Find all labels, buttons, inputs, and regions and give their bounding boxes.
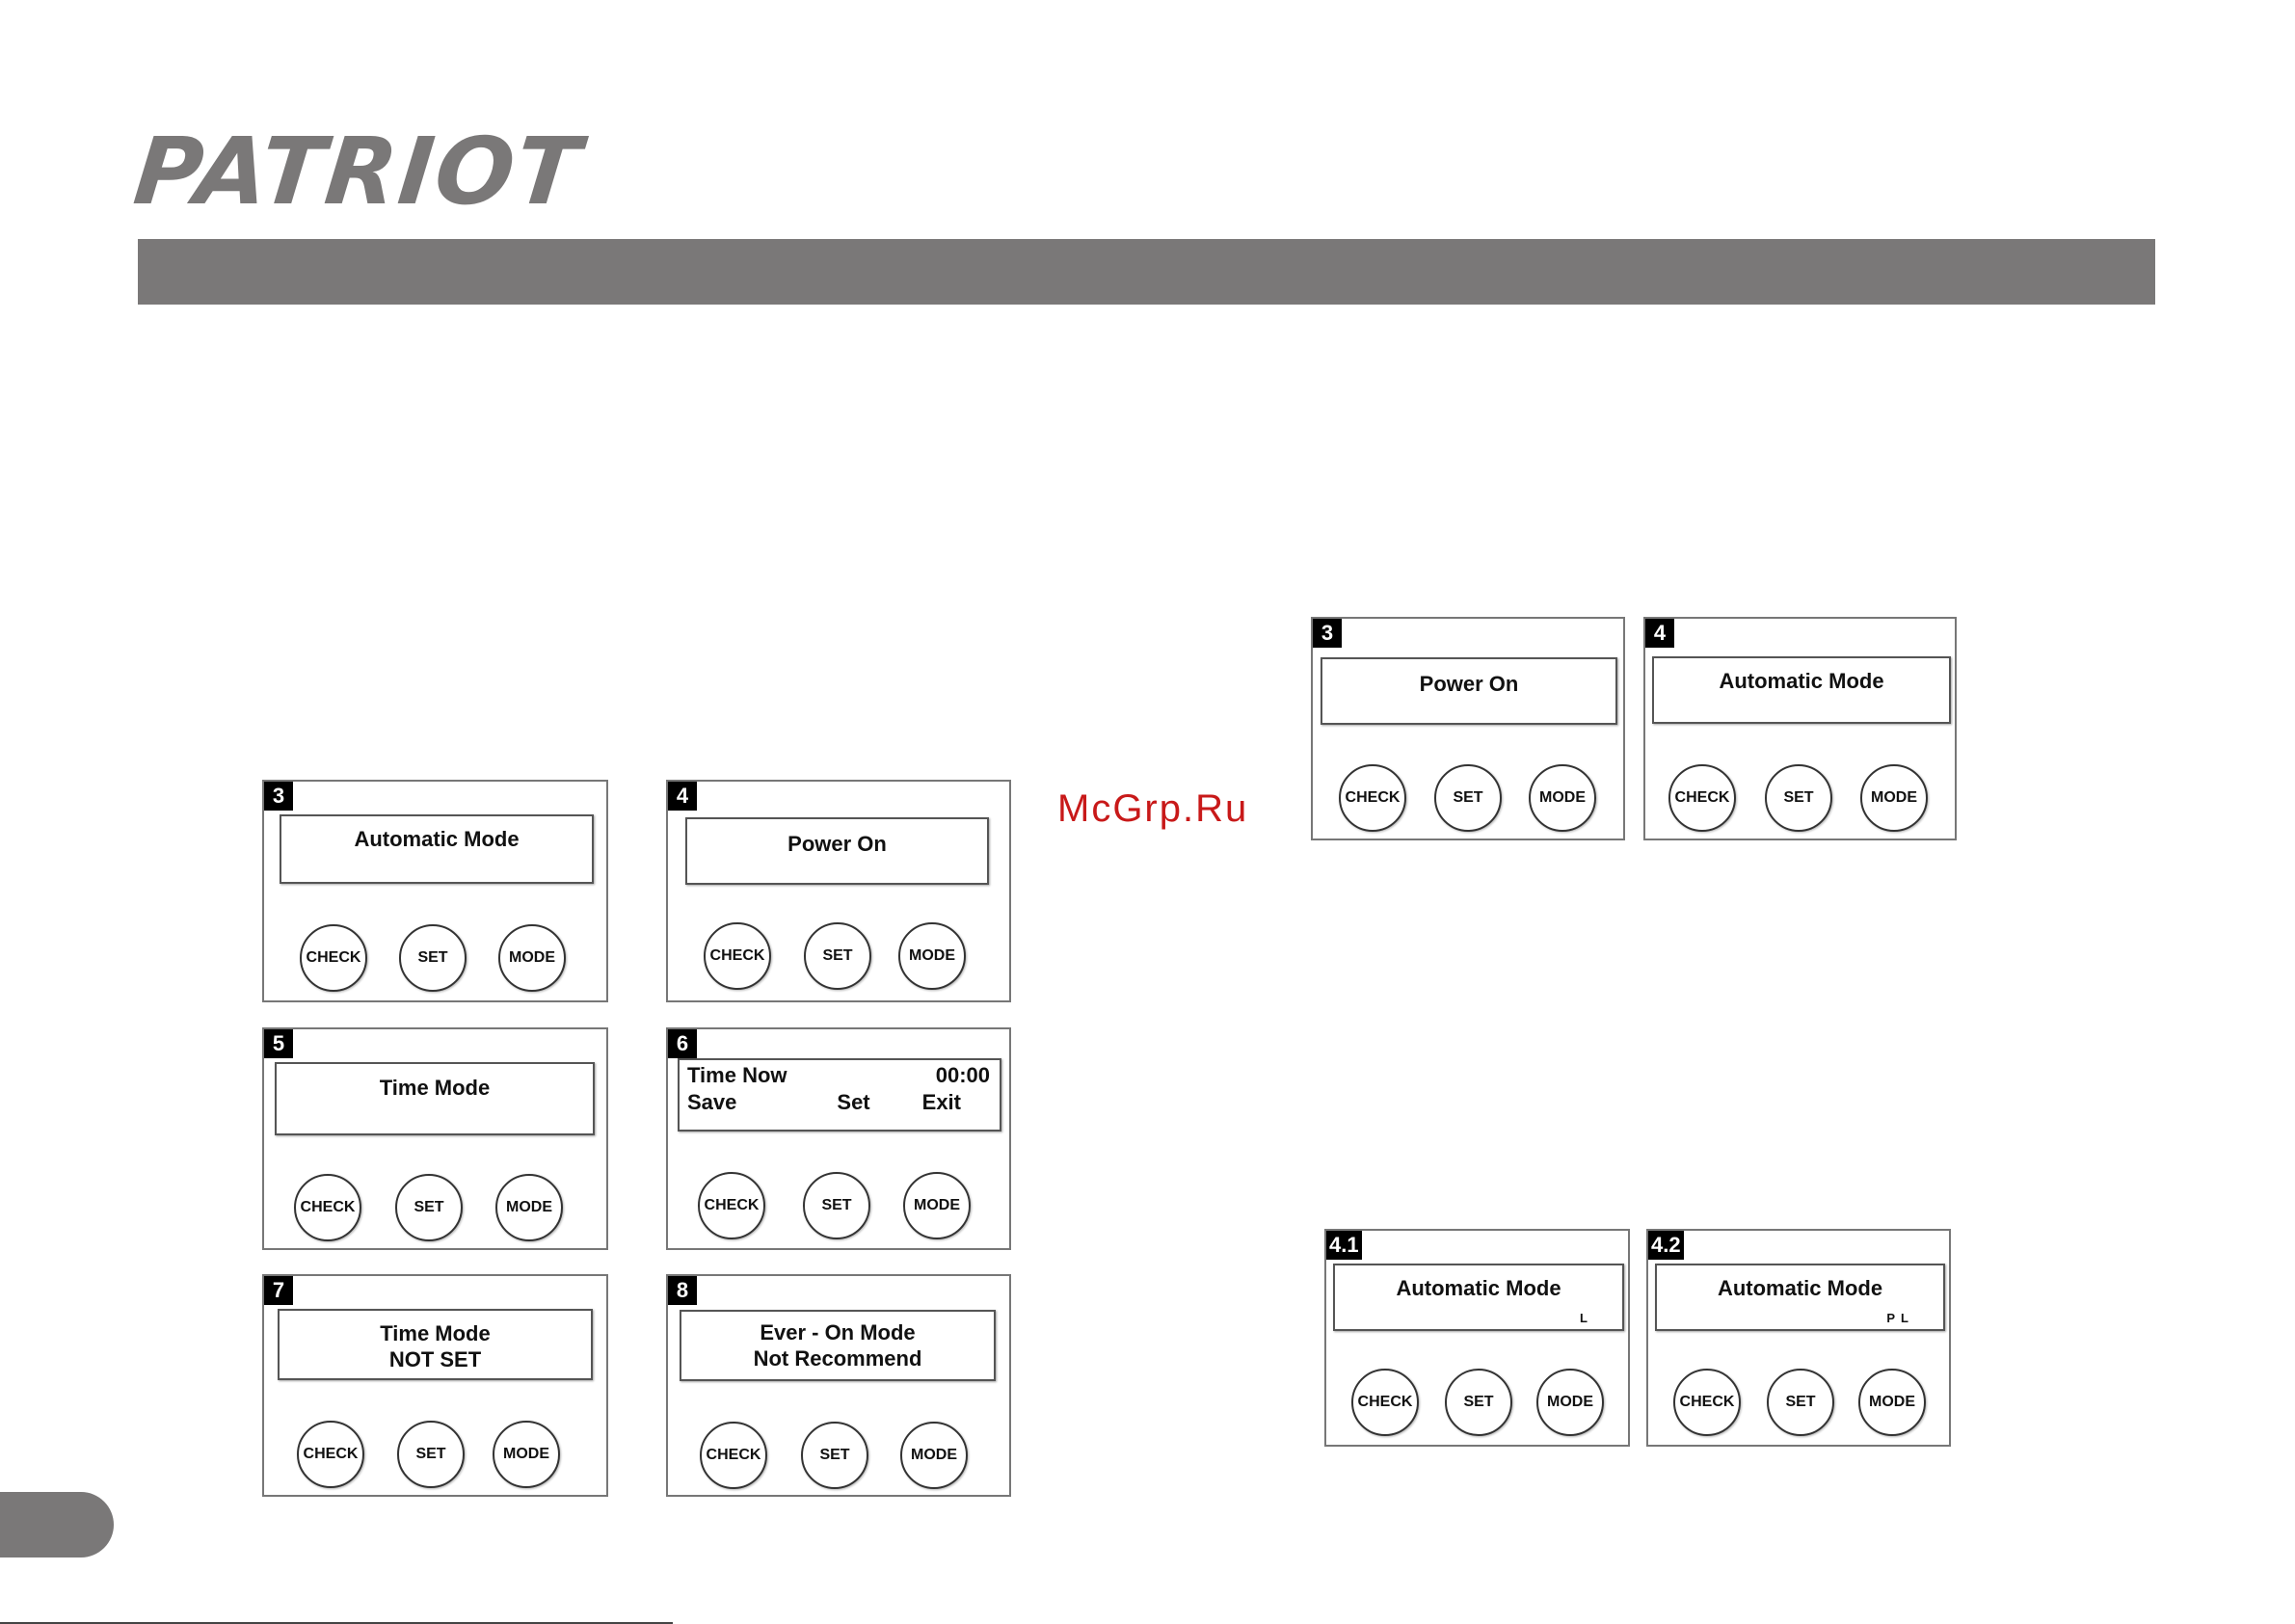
check-button[interactable]: CHECK: [300, 924, 367, 992]
display-panel-8: 8 Ever - On Mode Not Recommend CHECK SET…: [666, 1274, 1011, 1497]
panel-number: 4.1: [1326, 1231, 1362, 1260]
header-bar: [138, 239, 2155, 305]
panel-number: 3: [1313, 619, 1342, 648]
lcd-line-2: NOT SET: [388, 1347, 482, 1371]
lcd-screen: Power On: [1321, 657, 1617, 725]
display-panel-r3: 3 Power On CHECK SET MODE: [1311, 617, 1625, 840]
display-panel-6: 6 Time Now 00:00 Save Set Exit CHECK SET…: [666, 1027, 1011, 1250]
lcd-line-1: Automatic Mode: [354, 827, 520, 851]
mode-button[interactable]: MODE: [495, 1174, 563, 1241]
lcd-line-1: Time Mode: [380, 1321, 491, 1345]
option-row: Save Set Exit: [687, 1089, 990, 1116]
display-panel-r4-1: 4.1 Automatic Mode L CHECK SET MODE: [1324, 1229, 1630, 1447]
bottom-rule: [0, 1622, 673, 1624]
lcd-line-1: Power On: [1419, 672, 1519, 696]
set-button[interactable]: SET: [397, 1421, 465, 1488]
check-button[interactable]: CHECK: [700, 1422, 767, 1489]
lcd-screen: Automatic Mode L: [1333, 1264, 1624, 1331]
lcd-line-2: Not Recommend: [753, 1346, 922, 1371]
panel-number: 4.2: [1648, 1231, 1684, 1260]
panel-number: 6: [668, 1029, 697, 1058]
mode-button[interactable]: MODE: [493, 1421, 560, 1488]
lcd-indicator: PL: [1886, 1311, 1914, 1325]
set-button[interactable]: SET: [1445, 1369, 1512, 1436]
display-panel-r4-2: 4.2 Automatic Mode PL CHECK SET MODE: [1646, 1229, 1951, 1447]
patriot-logo: PATRIOT: [129, 118, 587, 226]
lcd-line-1: Power On: [787, 832, 887, 856]
lcd-line-1: Automatic Mode: [1719, 669, 1884, 693]
lcd-screen: Ever - On Mode Not Recommend: [680, 1310, 996, 1381]
mode-button[interactable]: MODE: [498, 924, 566, 992]
panel-number: 4: [1645, 619, 1674, 648]
mode-button[interactable]: MODE: [903, 1172, 971, 1239]
lcd-screen: Automatic Mode PL: [1655, 1264, 1945, 1331]
check-button[interactable]: CHECK: [1339, 764, 1406, 832]
lcd-screen: Power On: [685, 817, 989, 885]
check-button[interactable]: CHECK: [1668, 764, 1736, 832]
set-button[interactable]: SET: [1434, 764, 1502, 832]
set-button[interactable]: SET: [803, 1172, 870, 1239]
lcd-screen: Automatic Mode: [280, 814, 594, 884]
lcd-screen: Time Now 00:00 Save Set Exit: [678, 1058, 1001, 1131]
display-panel-7: 7 Time Mode NOT SET CHECK SET MODE: [262, 1274, 608, 1497]
set-button[interactable]: SET: [801, 1422, 868, 1489]
panel-number: 5: [264, 1029, 293, 1058]
display-panel-r4: 4 Automatic Mode CHECK SET MODE: [1643, 617, 1957, 840]
lcd-line-1: Automatic Mode: [1717, 1276, 1883, 1300]
set-button[interactable]: SET: [399, 924, 467, 992]
panel-number: 3: [264, 782, 293, 811]
mode-button[interactable]: MODE: [900, 1422, 968, 1489]
save-option: Save: [687, 1090, 737, 1114]
panel-number: 8: [668, 1276, 697, 1305]
lcd-indicator: L: [1580, 1311, 1593, 1325]
check-button[interactable]: CHECK: [294, 1174, 361, 1241]
check-button[interactable]: CHECK: [1351, 1369, 1419, 1436]
display-panel-4: 4 Power On CHECK SET MODE: [666, 780, 1011, 1002]
exit-option: Exit: [921, 1090, 961, 1114]
time-now-label: Time Now: [687, 1063, 787, 1087]
display-panel-5: 5 Time Mode CHECK SET MODE: [262, 1027, 608, 1250]
mode-button[interactable]: MODE: [898, 922, 966, 990]
check-button[interactable]: CHECK: [704, 922, 771, 990]
lcd-line-1: Ever - On Mode: [760, 1320, 916, 1344]
set-button[interactable]: SET: [804, 922, 871, 990]
check-button[interactable]: CHECK: [1673, 1369, 1741, 1436]
lcd-line-1: Automatic Mode: [1396, 1276, 1561, 1300]
mode-button[interactable]: MODE: [1529, 764, 1596, 832]
mode-button[interactable]: MODE: [1536, 1369, 1604, 1436]
mode-button[interactable]: MODE: [1860, 764, 1928, 832]
set-button[interactable]: SET: [1765, 764, 1832, 832]
set-button[interactable]: SET: [395, 1174, 463, 1241]
lcd-line-1: Time Mode: [379, 1076, 491, 1100]
time-row: Time Now 00:00: [687, 1062, 990, 1089]
set-option: Set: [837, 1090, 870, 1114]
lcd-screen: Automatic Mode: [1652, 656, 1951, 724]
time-now-grid: Time Now 00:00 Save Set Exit: [687, 1062, 990, 1116]
page-number-tab: [0, 1492, 114, 1557]
panel-number: 4: [668, 782, 697, 811]
watermark: McGrp.Ru: [1057, 787, 1249, 830]
display-panel-3: 3 Automatic Mode CHECK SET MODE: [262, 780, 608, 1002]
check-button[interactable]: CHECK: [698, 1172, 765, 1239]
mode-button[interactable]: MODE: [1858, 1369, 1926, 1436]
time-value: 00:00: [935, 1063, 990, 1087]
check-button[interactable]: CHECK: [297, 1421, 364, 1488]
set-button[interactable]: SET: [1767, 1369, 1834, 1436]
lcd-screen: Time Mode: [275, 1062, 595, 1135]
lcd-screen: Time Mode NOT SET: [278, 1309, 593, 1380]
panel-number: 7: [264, 1276, 293, 1305]
